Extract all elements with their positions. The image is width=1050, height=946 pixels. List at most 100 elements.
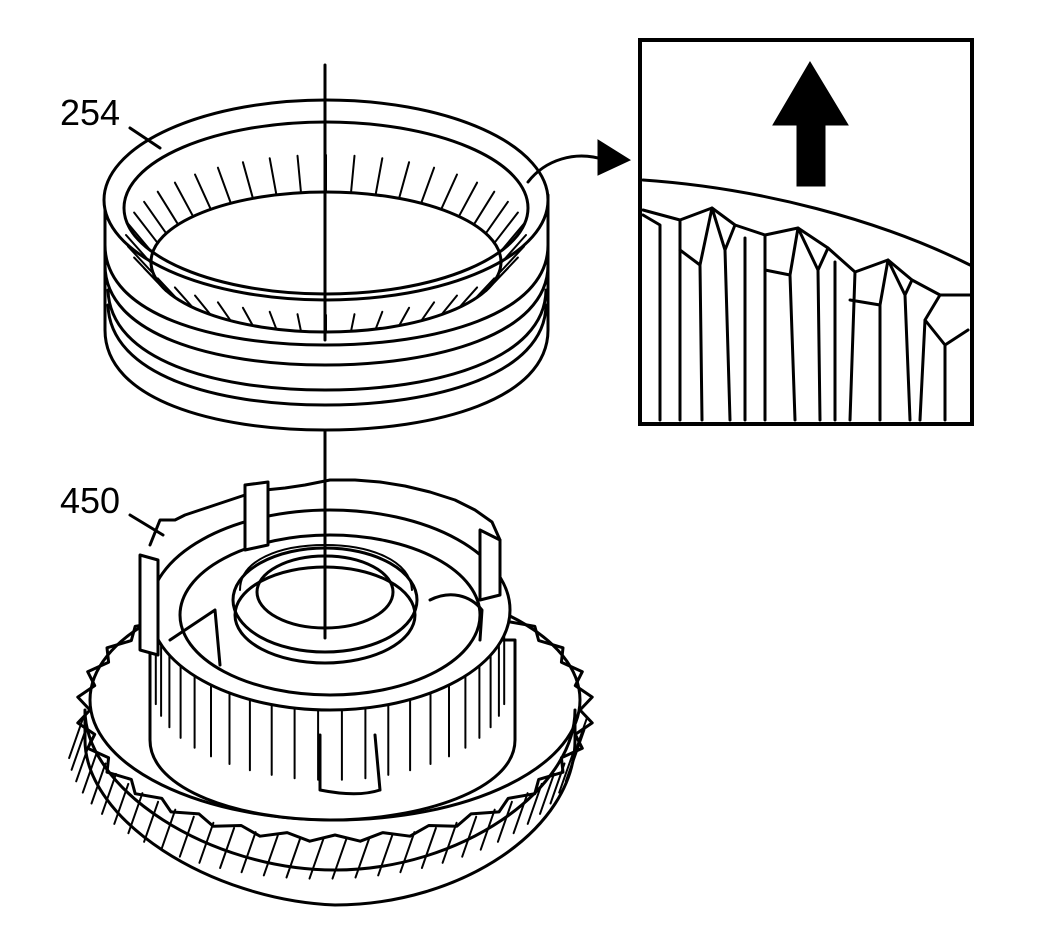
helical-tooth-line xyxy=(198,821,215,864)
helical-tooth-line xyxy=(512,792,529,835)
curved-arrow-shaft xyxy=(526,154,607,184)
sleeve-spline-tooth xyxy=(485,200,509,234)
sleeve-spline-tooth xyxy=(194,173,212,211)
sleeve-spline-tooth xyxy=(350,154,356,194)
helical-tooth-line xyxy=(496,800,513,843)
detail-tooth-4 xyxy=(918,293,970,422)
helical-tooth-line xyxy=(564,740,581,783)
sleeve-spline-tooth xyxy=(398,161,411,200)
sleeve-spline-tooth xyxy=(458,181,479,218)
sleeve-spline-tooth xyxy=(268,157,278,196)
sleeve-spline-tooth xyxy=(440,173,458,211)
helical-tooth-line xyxy=(101,772,117,815)
leader-254 xyxy=(128,126,162,150)
sleeve-spline-tooth xyxy=(156,190,179,226)
helical-tooth-line xyxy=(399,831,416,874)
sleeve-spline-tooth xyxy=(194,294,212,316)
detail-teeth xyxy=(641,206,972,422)
helical-tooth-line xyxy=(113,782,130,825)
sleeve-spline-tooth xyxy=(493,211,519,244)
hub-tab-left xyxy=(138,553,160,657)
sleeve-spline-tooth xyxy=(420,301,436,322)
sleeve-spline-tooth xyxy=(473,190,496,226)
detail-inset xyxy=(638,38,974,426)
hub-tab-top xyxy=(243,480,270,552)
callout-450: 450 xyxy=(60,480,165,537)
helical-tooth-line xyxy=(526,782,543,825)
hub-inner-ring xyxy=(178,533,482,697)
sleeve-spline-tooth xyxy=(216,301,232,322)
sleeve-splines xyxy=(125,154,527,333)
helical-tooth-line xyxy=(143,800,160,843)
sleeve-spline-tooth xyxy=(499,222,525,253)
helical-tooth-line xyxy=(160,808,177,851)
helical-tooth-line xyxy=(420,827,437,869)
helical-tooth-line xyxy=(331,837,348,880)
helical-tooth-line xyxy=(219,827,236,869)
up-arrow-icon xyxy=(772,61,849,187)
sleeve-spline-tooth xyxy=(127,222,153,253)
sleeve-spline-tooth xyxy=(350,313,356,333)
sleeve-spline-tooth xyxy=(499,245,525,273)
helical-tooth-line xyxy=(479,808,496,851)
sleeve-spline-tooth xyxy=(374,157,384,196)
helical-tooth-line xyxy=(240,831,257,874)
helical-tooth-line xyxy=(90,762,107,805)
sleeve-spline-tooth xyxy=(127,245,153,273)
sleeve-spline-tooth xyxy=(296,313,302,333)
callout-254: 254 xyxy=(60,92,162,150)
helical-tooth-line xyxy=(558,751,575,794)
helical-tooth-lines xyxy=(68,717,588,880)
detail-tooth-line xyxy=(641,206,972,297)
helical-tooth-line xyxy=(70,728,87,771)
sleeve-spline-tooth xyxy=(216,166,232,205)
helical-tooth-line xyxy=(354,836,371,879)
helical-tooth-line xyxy=(285,836,302,879)
sleeve-spline-tooth xyxy=(420,166,436,205)
sleeve-groove-3 xyxy=(106,288,548,392)
helical-tooth-line xyxy=(461,815,478,858)
detail-tooth-0 xyxy=(641,213,837,422)
helical-gear-body xyxy=(83,708,577,907)
helical-tooth-line xyxy=(262,834,279,877)
sleeve-spline-tooth xyxy=(268,310,278,331)
sleeve-spline-tooth xyxy=(501,234,527,263)
sleeve-spline-tooth xyxy=(241,161,254,200)
sleeve-groove-4 xyxy=(106,303,548,407)
sleeve-groove-2 xyxy=(103,263,550,367)
curved-arrow-head xyxy=(597,139,632,176)
sleeve-spline-tooth xyxy=(440,294,458,316)
hub-slot-right xyxy=(428,593,484,642)
helical-tooth-line xyxy=(308,837,325,880)
curved-arrow-icon xyxy=(526,139,632,184)
helical-tooth-line xyxy=(127,792,144,835)
sleeve-spline-tooth xyxy=(398,306,411,327)
sleeve-spline-tooth xyxy=(143,200,167,234)
synchronizer-hub xyxy=(138,478,517,822)
detail-tooth-3 xyxy=(848,258,914,422)
hub-window xyxy=(318,733,382,796)
helical-tooth-line xyxy=(81,751,98,794)
sleeve-spline-tooth xyxy=(125,234,151,263)
label-450: 450 xyxy=(60,480,120,521)
hub-tab-right xyxy=(478,528,502,602)
sleeve-spline-tooth xyxy=(241,306,254,327)
helical-tooth-line xyxy=(549,762,566,805)
helical-tooth-line xyxy=(377,834,394,877)
hub-slot-left xyxy=(168,608,222,667)
detail-sleeve-edge xyxy=(641,178,972,267)
detail-tooth-1 xyxy=(678,206,737,422)
sleeve-spline-tooth xyxy=(374,310,384,331)
leader-450 xyxy=(128,513,165,537)
helical-tooth-line xyxy=(441,821,458,864)
helical-tooth-line xyxy=(178,815,195,858)
sleeve-spline-tooth xyxy=(173,181,194,218)
label-254: 254 xyxy=(60,92,120,133)
helical-tooth-line xyxy=(539,772,555,815)
hub-top-teeth xyxy=(148,478,502,547)
sleeve-spline-tooth xyxy=(133,256,159,283)
sleeve-groove-1 xyxy=(103,243,550,347)
helical-tooth-line xyxy=(68,717,85,760)
sleeve-spline-tooth xyxy=(133,211,159,244)
